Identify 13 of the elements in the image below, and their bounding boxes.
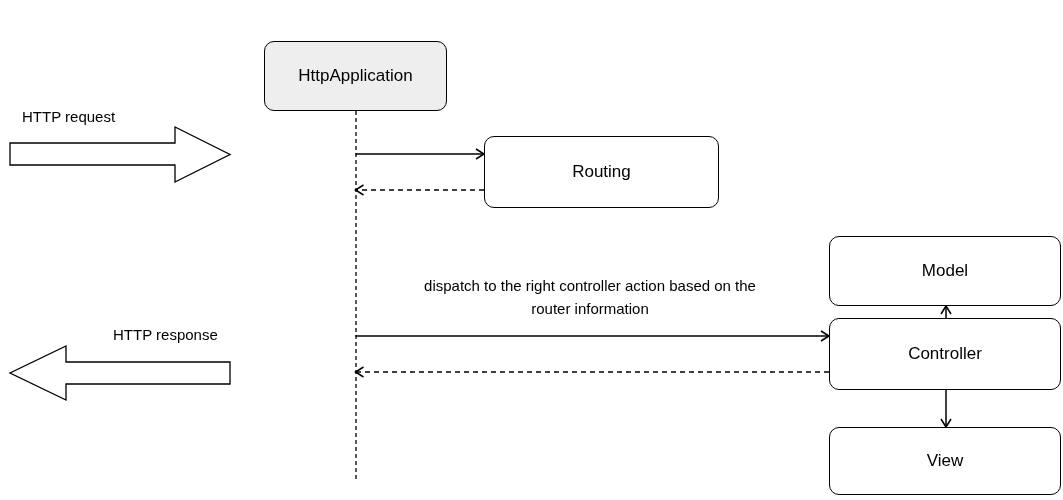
arrow-label: HTTP response [113, 326, 218, 343]
arrow [354, 330, 830, 342]
arrow [354, 184, 485, 196]
arrow [354, 366, 830, 378]
process-box: View [829, 427, 1061, 495]
process-box: Model [829, 236, 1061, 306]
arrow-label: HTTP request [22, 108, 116, 125]
arrow [354, 148, 485, 160]
participant-box: HttpApplication [264, 41, 447, 111]
arrow [940, 305, 952, 319]
arrow [940, 389, 952, 428]
process-box: Controller [829, 318, 1061, 390]
process-box: Routing [484, 136, 719, 208]
